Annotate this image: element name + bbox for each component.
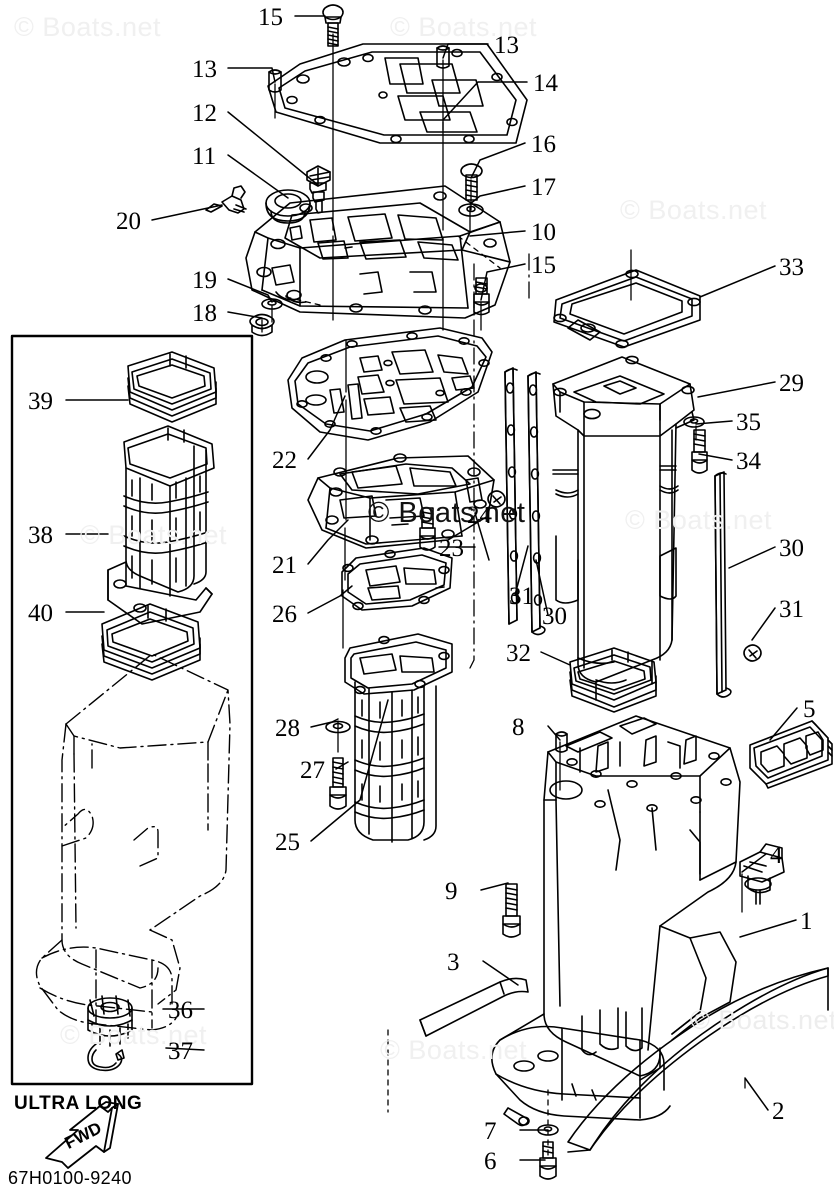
part-1-lower-casing — [491, 715, 741, 1121]
part-21-exhaust-manifold — [307, 453, 495, 549]
callout-15: 15 — [258, 4, 283, 31]
callout-16: 16 — [531, 131, 556, 158]
callout-7: 7 — [484, 1118, 497, 1145]
part-16-bolt — [460, 163, 483, 201]
callout-30-right: 30 — [779, 535, 804, 562]
callout-37: 37 — [168, 1038, 193, 1065]
part-18-nut — [249, 313, 275, 337]
part-4-clip — [739, 843, 785, 905]
callout-8: 8 — [512, 714, 525, 741]
part-31-clip-left — [487, 490, 506, 508]
part-14-gasket — [267, 43, 528, 144]
callout-23: 23 — [439, 535, 464, 562]
callout-13-right: 13 — [494, 32, 519, 59]
callout-34: 34 — [736, 448, 761, 475]
part-34-bolt — [691, 429, 708, 474]
callout-35: 35 — [736, 409, 761, 436]
part-15-bolt-top — [322, 4, 344, 47]
part-31-clip-right — [743, 644, 762, 662]
part-28-washer — [325, 720, 351, 734]
callout-38: 38 — [28, 522, 53, 549]
callout-11: 11 — [192, 143, 217, 170]
callout-31-right: 31 — [779, 596, 804, 623]
callout-33: 33 — [779, 254, 804, 281]
callout-19: 19 — [192, 267, 217, 294]
part-30-guide-rod-right — [714, 471, 732, 698]
callout-24: 24 — [467, 502, 492, 529]
part-19-washer — [261, 298, 283, 310]
callout-36: 36 — [168, 997, 193, 1024]
part-35-washer — [683, 416, 705, 428]
callout-6: 6 — [484, 1148, 497, 1175]
callout-1: 1 — [800, 908, 813, 935]
part-32-seal — [569, 647, 657, 713]
callout-39: 39 — [28, 388, 53, 415]
callout-31-left: 31 — [509, 583, 534, 610]
callout-2: 2 — [772, 1098, 785, 1125]
ultra-long-phantom-casing — [35, 653, 231, 1031]
callout-12: 12 — [192, 100, 217, 127]
callout-32: 32 — [506, 640, 531, 667]
callout-26: 26 — [272, 601, 297, 628]
part-2-trim-strip-large — [567, 967, 829, 1153]
part-36-nut — [87, 995, 133, 1047]
hidden-edges — [285, 235, 549, 1161]
callout-3: 3 — [447, 949, 460, 976]
part-33-gasket — [553, 269, 701, 349]
part-27-bolt — [329, 757, 347, 810]
callout-5: 5 — [803, 696, 816, 723]
part-13-dowel-right — [436, 45, 450, 69]
callout-9: 9 — [445, 878, 458, 905]
callout-10: 10 — [531, 219, 556, 246]
callout-20: 20 — [116, 208, 141, 235]
part-39-seal — [127, 351, 217, 423]
part-25-exhaust-pipe — [344, 633, 453, 843]
callout-17: 17 — [531, 174, 556, 201]
callout-30-left: 30 — [542, 603, 567, 630]
part-6-bolt — [539, 1141, 557, 1180]
part-13-dowel-left — [268, 69, 282, 93]
callout-22: 22 — [272, 447, 297, 474]
part-pin-small — [503, 1107, 530, 1127]
part-8-dowel — [555, 731, 568, 753]
part-37-clip — [87, 1043, 125, 1072]
callout-25: 25 — [275, 829, 300, 856]
leader-lines — [65, 15, 798, 1161]
part-10-exhaust-guide — [245, 167, 511, 319]
callout-4: 4 — [770, 842, 783, 869]
part-3-trim-strip — [419, 977, 529, 1037]
part-30-guide-rod-left2 — [504, 367, 520, 625]
part-7-washer — [537, 1124, 559, 1136]
part-9-bolt — [502, 883, 521, 938]
callout-18: 18 — [192, 300, 217, 327]
callout-21: 21 — [272, 552, 297, 579]
section-boundary — [469, 253, 530, 669]
fwd-arrow — [45, 1101, 119, 1169]
inset-box-frame — [10, 334, 254, 1086]
part-number: 67H0100-9240 — [8, 1168, 132, 1188]
callout-13-left: 13 — [192, 56, 217, 83]
part-38-exhaust-inner-housing — [107, 425, 215, 625]
inset-label: ULTRA LONG — [14, 1093, 143, 1114]
part-40-seal — [101, 603, 201, 681]
part-17-washer — [458, 203, 484, 217]
callout-40: 40 — [28, 600, 53, 627]
callout-28: 28 — [275, 715, 300, 742]
callout-15-lower: 15 — [531, 252, 556, 279]
callout-29: 29 — [779, 370, 804, 397]
part-26-gasket — [341, 547, 453, 611]
callout-27: 27 — [300, 757, 325, 784]
part-23-bolt — [419, 507, 436, 551]
callout-14: 14 — [533, 70, 558, 97]
part-30-guide-rod-left — [527, 371, 546, 636]
part-29-upper-casing — [552, 355, 695, 701]
part-22-gasket-plate — [287, 327, 493, 441]
part-15-bolt-lower — [473, 277, 490, 316]
part-20-fitting — [205, 185, 247, 214]
part-5-water-inlet-cover — [749, 720, 833, 789]
